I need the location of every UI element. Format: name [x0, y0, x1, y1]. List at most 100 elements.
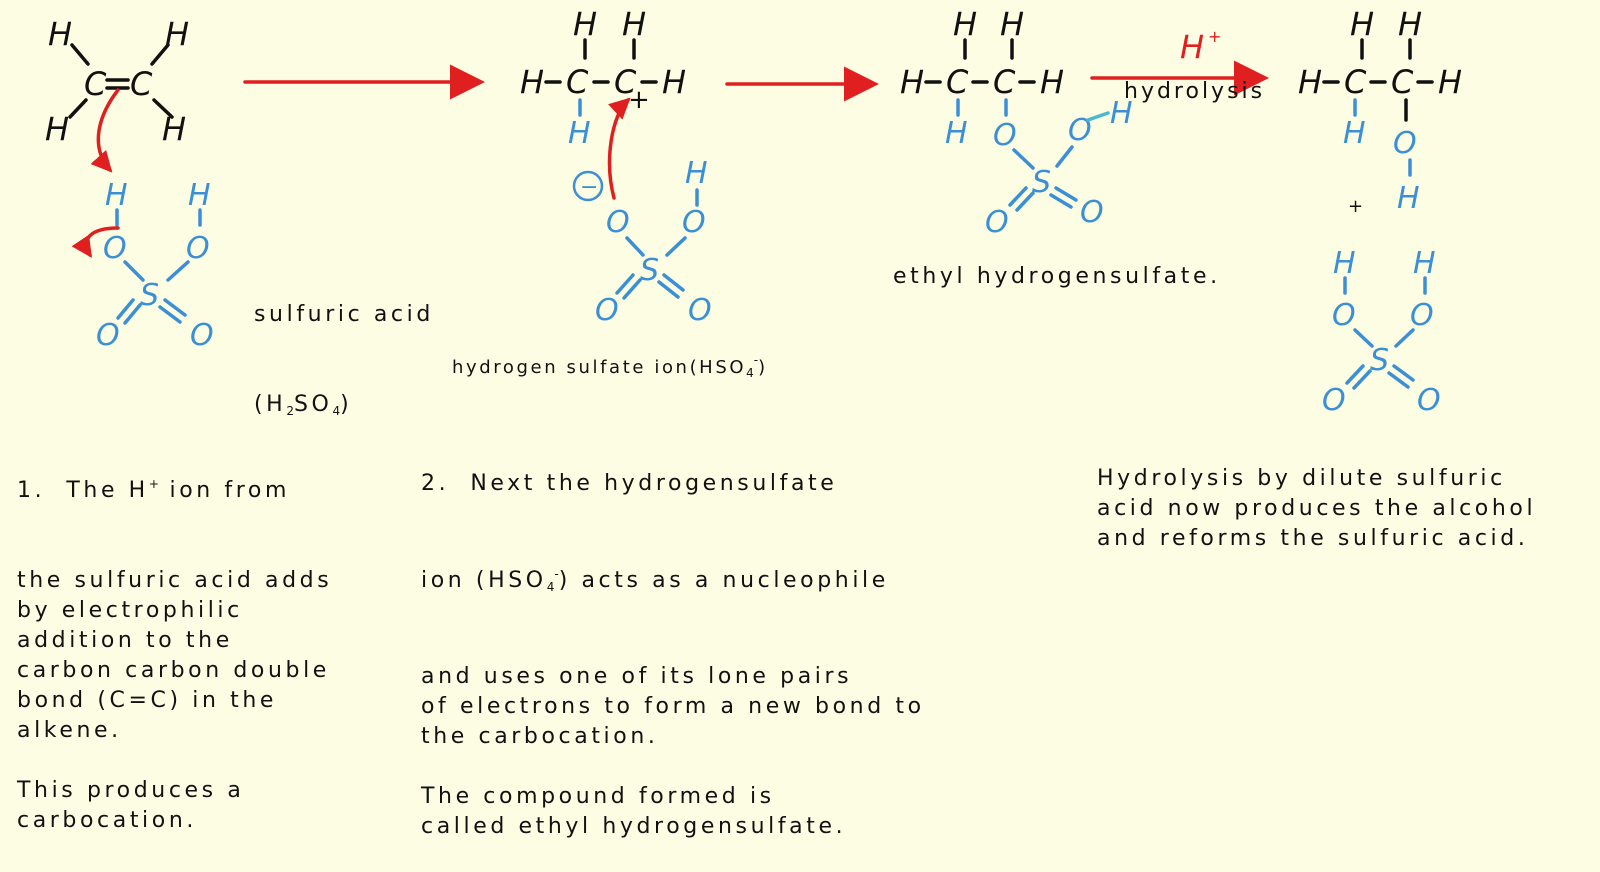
text-part: ion from — [158, 478, 291, 503]
bond — [1012, 148, 1035, 170]
double-bond — [1008, 186, 1028, 207]
atom-o: O — [1322, 383, 1346, 418]
subscript: 4 — [332, 404, 341, 418]
atom-h: H — [953, 5, 977, 43]
bond — [152, 98, 174, 119]
text-part: 1. The H — [17, 478, 149, 503]
double-bond — [1049, 193, 1073, 209]
reaction-mechanism-diagram: H H C C H H H H O O S O O H H — [17, 5, 1537, 839]
double-bond — [1392, 364, 1415, 382]
double-bond — [116, 298, 135, 320]
negative-charge: − — [580, 175, 598, 200]
ethyl-hydrogensulfate-molecule: H H H C C H H O O H S O O — [900, 5, 1133, 240]
ethyl-hydrogensulfate-label: ethyl hydrogensulfate. — [893, 264, 1221, 289]
text-block: and uses one of its lone pairs of electr… — [421, 664, 925, 839]
atom-c: C — [566, 63, 589, 101]
atom-c: C — [130, 65, 153, 103]
atom-h: H — [568, 116, 591, 151]
atom-o: O — [1332, 298, 1356, 333]
double-bond — [622, 278, 642, 300]
double-bond — [158, 305, 182, 324]
atom-c: C — [614, 63, 637, 101]
superscript: + — [148, 477, 159, 491]
atom-o: O — [1393, 126, 1417, 161]
atom-o: O — [190, 318, 214, 353]
superscript: - — [554, 567, 559, 581]
atom-h: H — [1110, 96, 1133, 131]
double-bond — [662, 273, 685, 292]
sulfuric-acid-molecule: H H O O S O O — [71, 178, 214, 353]
atom-h: H — [1398, 5, 1422, 43]
text-line: ion (HSO4-) acts as a nucleophile — [421, 559, 925, 602]
text-line: 2. Next the hydrogensulfate — [421, 471, 838, 496]
subscript: 2 — [286, 404, 294, 418]
atom-h: H — [1350, 5, 1374, 43]
subscript: 4 — [746, 366, 754, 380]
label-part: ) — [758, 357, 768, 378]
bond — [1353, 328, 1374, 348]
atom-c: C — [1391, 63, 1414, 101]
text-line: 1. The H+ ion from — [17, 469, 332, 506]
text-part: ) acts as a nucleophile — [558, 568, 889, 593]
formula-part: SO — [293, 392, 333, 417]
atom-h: H — [1040, 63, 1064, 101]
plus-sign: + — [1348, 196, 1363, 217]
atom-s: S — [1370, 343, 1389, 378]
atom-c: C — [1344, 63, 1367, 101]
atom-c: C — [946, 63, 969, 101]
atom-h: H — [622, 5, 646, 43]
atom-c: C — [84, 65, 107, 103]
double-bond — [1015, 191, 1035, 212]
label-line: (H2SO4) — [254, 390, 434, 426]
double-bond — [1387, 371, 1410, 389]
double-bond — [1054, 186, 1078, 202]
atom-o: O — [985, 205, 1009, 240]
nucleophile-arrow — [607, 97, 631, 200]
atom-o: O — [1410, 298, 1434, 333]
electron-arrow — [90, 88, 120, 173]
atom-c: C — [993, 63, 1016, 101]
bond — [665, 236, 687, 257]
sulfuric-acid-label: sulfuric acid (H2SO4) — [254, 240, 434, 456]
double-bond — [615, 273, 635, 295]
atom-s: S — [140, 278, 159, 313]
bond — [166, 260, 190, 282]
reformed-sulfuric-acid: H H O O S O O — [1322, 246, 1441, 418]
label-line: sulfuric acid — [254, 302, 434, 327]
atom-h: H — [1397, 181, 1420, 216]
atom-o: O — [688, 293, 712, 328]
step-3-text: Hydrolysis by dilute sulfuric acid now p… — [1097, 466, 1537, 551]
bond — [123, 260, 145, 282]
bond — [68, 98, 88, 119]
atom-h: H — [662, 63, 686, 101]
atom-o: O — [1080, 195, 1104, 230]
step-2-text: 2. Next the hydrogensulfate ion (HSO4-) … — [421, 409, 925, 872]
double-bond — [1345, 364, 1365, 385]
atom-o: O — [993, 118, 1017, 153]
atom-o: O — [186, 231, 210, 266]
bond — [1394, 328, 1415, 348]
carbocation-molecule: H H H C C H + H — [520, 5, 686, 151]
atom-h: H — [1333, 246, 1356, 281]
atom-o: O — [682, 205, 706, 240]
atom-h: H — [105, 178, 128, 213]
text-part: ion (HSO — [421, 568, 547, 593]
bond — [70, 43, 90, 66]
mechanism-drawing: H H C C H H H H O O S O O H H — [45, 5, 1462, 418]
atom-h: H — [48, 15, 72, 53]
atom-o: O — [1068, 113, 1092, 148]
atom-o: O — [595, 293, 619, 328]
catalyst-h: H — [1180, 28, 1204, 66]
double-bond — [163, 298, 187, 317]
atom-h: H — [685, 156, 708, 191]
positive-charge: + — [628, 85, 650, 115]
atom-h: H — [945, 116, 968, 151]
atom-h: H — [520, 63, 544, 101]
negative-charge-circle — [572, 170, 604, 202]
atom-h: H — [1298, 63, 1322, 101]
atom-s: S — [1032, 165, 1051, 200]
hydrogen-sulfate-ion: − H O O S O O — [572, 97, 712, 328]
atom-h: H — [900, 63, 924, 101]
atom-h: H — [1438, 63, 1462, 101]
atom-h: H — [1343, 116, 1366, 151]
